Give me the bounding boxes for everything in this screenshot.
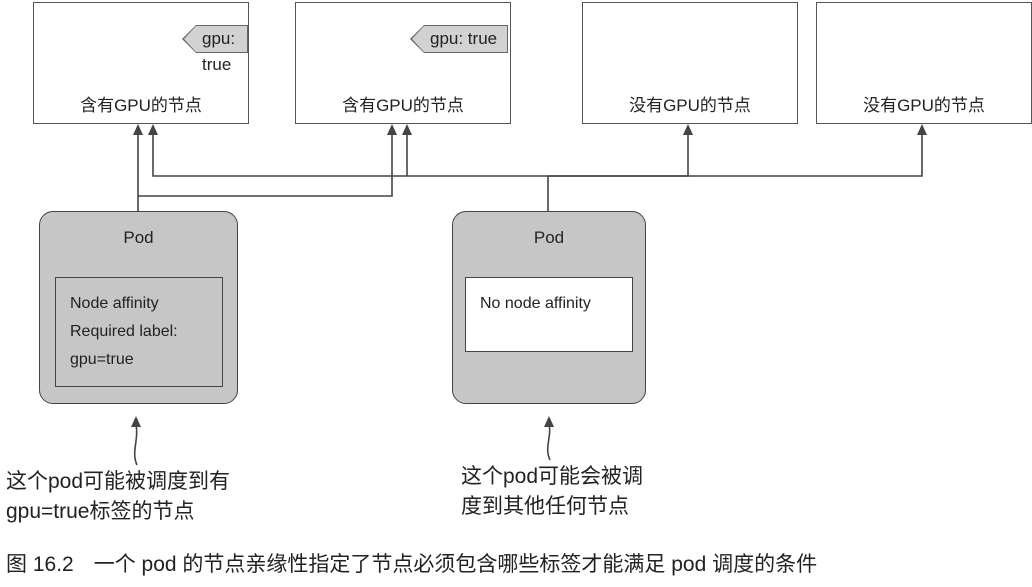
- arrowhead: [148, 124, 158, 135]
- annotation-line: 这个pod可能会被调: [461, 465, 644, 488]
- arrowhead: [133, 124, 143, 135]
- affinity-line: gpu=true: [70, 351, 134, 368]
- arrowhead: [917, 124, 927, 135]
- arrowhead: [544, 416, 554, 427]
- arrowhead: [131, 416, 141, 427]
- arrowhead: [387, 124, 397, 135]
- affinity-line: No node affinity: [480, 295, 591, 312]
- figure-caption: 图 16.2 一个 pod 的节点亲缘性指定了节点必须包含哪些标签才能满足 pod…: [6, 548, 817, 578]
- affinity-line: Node affinity: [70, 295, 159, 312]
- node-label: 没有GPU的节点: [863, 96, 985, 115]
- node-label: 含有GPU的节点: [80, 96, 202, 115]
- no-affinity-box: No node affinity: [465, 277, 633, 352]
- pod2-to-node-1-arrow: [152, 132, 549, 211]
- annotation-1-pointer: [133, 423, 138, 466]
- figure-caption-text: 一个 pod 的节点亲缘性指定了节点必须包含哪些标签才能满足 pod 调度的条件: [93, 553, 818, 576]
- gpu-label-tag: gpu: true: [409, 24, 509, 53]
- node-no-gpu-2: 没有GPU的节点: [816, 2, 1032, 124]
- arrowhead: [402, 124, 412, 135]
- pod2-to-node-3-arrow: [548, 132, 689, 177]
- gpu-label-tag-text: gpu: true: [430, 29, 498, 48]
- annotation-line: 度到其他任何节点: [461, 495, 629, 518]
- node-affinity-box: Node affinity Required label: gpu=true: [55, 277, 223, 387]
- node-no-gpu-1: 没有GPU的节点: [582, 2, 798, 124]
- node-gpu-1: gpu: true 含有GPU的节点: [33, 2, 249, 124]
- gpu-label-tag: gpu: true: [182, 24, 248, 74]
- figure-number: 图 16.2: [6, 553, 74, 576]
- pod-with-affinity: Pod Node affinity Required label: gpu=tr…: [39, 211, 238, 404]
- pod2-to-node-4-arrow: [548, 132, 923, 177]
- annotation-gpu-pod: 这个pod可能被调度到有 gpu=true标签的节点: [6, 467, 230, 527]
- node-gpu-2: gpu: true 含有GPU的节点: [295, 2, 511, 124]
- pod-without-affinity: Pod No node affinity: [452, 211, 646, 404]
- annotation-line: 这个pod可能被调度到有: [6, 470, 231, 493]
- pod-title: Pod: [123, 228, 154, 247]
- affinity-line: Required label:: [70, 323, 178, 340]
- node-label: 含有GPU的节点: [342, 96, 464, 115]
- annotation-2-pointer: [546, 423, 551, 461]
- pod-title: Pod: [533, 228, 565, 247]
- pod1-to-gpu-node-2-arrow: [138, 132, 393, 197]
- gpu-label-tag-text: gpu: true: [202, 29, 236, 74]
- annotation-line: gpu=true标签的节点: [6, 500, 195, 523]
- annotation-any-pod: 这个pod可能会被调 度到其他任何节点: [461, 462, 643, 522]
- node-label: 没有GPU的节点: [629, 96, 751, 115]
- arrowhead: [683, 124, 693, 135]
